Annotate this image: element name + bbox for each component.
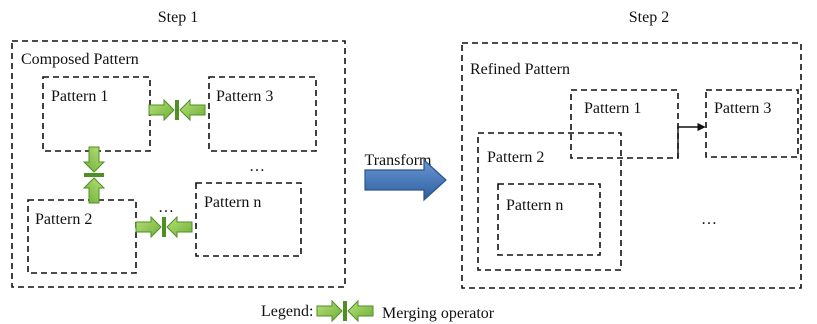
step1-pattern1-label: Pattern 1 [51, 88, 108, 105]
step1-ellipsis-right: … [249, 158, 265, 175]
legend-merging-operator-icon [316, 299, 374, 323]
step1-pattern-n-box [195, 182, 302, 257]
step2-pattern3-label: Pattern 3 [714, 100, 771, 117]
transform-arrow-icon [364, 158, 447, 202]
step1-pattern3-label: Pattern 3 [216, 88, 273, 105]
step1-title: Step 1 [158, 9, 198, 26]
step2-pattern-n-label: Pattern n [506, 197, 563, 214]
composed-pattern-container [11, 40, 346, 288]
step2-pattern3-box [705, 89, 799, 158]
step2-title: Step 2 [629, 9, 669, 26]
step1-pattern-n-label: Pattern n [204, 194, 261, 211]
step1-pattern3-box [208, 76, 317, 152]
legend-prefix: Legend: [261, 303, 313, 320]
step2-ellipsis: … [701, 211, 717, 228]
step1-pattern2-label: Pattern 2 [35, 211, 92, 228]
step2-pattern2-label: Pattern 2 [487, 149, 544, 166]
merging-operator-icon [82, 146, 106, 204]
composed-pattern-label: Composed Pattern [21, 51, 139, 68]
step2-pattern1-box [570, 89, 679, 159]
merging-operator-icon [135, 215, 193, 239]
step1-pattern2-box [27, 199, 137, 274]
step1-ellipsis-bottom: … [158, 199, 174, 216]
merging-operator-icon [148, 98, 206, 122]
transform-label: Transform [365, 152, 433, 169]
legend-operator-label: Merging operator [382, 305, 495, 322]
refined-pattern-label: Refined Pattern [470, 61, 570, 78]
step2-pattern-n-box [497, 183, 601, 256]
step2-pattern2-box [477, 132, 622, 271]
refined-pattern-container [461, 42, 802, 289]
arrow-right-icon [677, 122, 706, 158]
step2-pattern1-label: Pattern 1 [584, 100, 641, 117]
